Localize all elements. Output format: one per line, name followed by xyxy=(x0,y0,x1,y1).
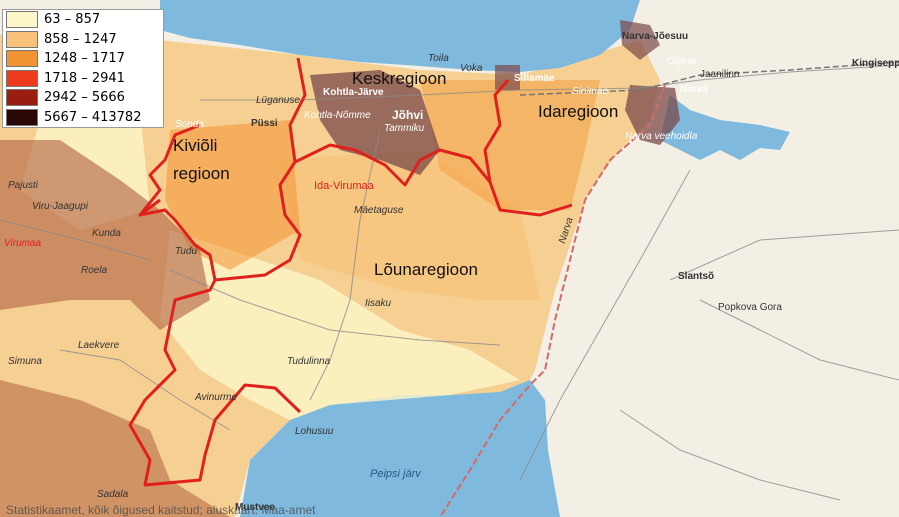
roads xyxy=(0,64,899,501)
boundary-kesk-south xyxy=(294,79,510,187)
place-avinurme: Avinurme xyxy=(195,392,238,403)
place-kohtla-nomme: Kohtla-Nõmme xyxy=(304,110,371,121)
boundary-louna-west xyxy=(128,279,302,487)
place-slantso: Slantsõ xyxy=(678,271,715,282)
legend-swatch xyxy=(6,11,38,29)
patch-brown-west xyxy=(0,140,210,330)
place-virumaa: Virumaa xyxy=(4,238,42,249)
patch-light-1 xyxy=(280,150,540,300)
place-ida-virumaa: Ida-Virumaa xyxy=(314,180,374,192)
place-luganuse: Lüganuse xyxy=(256,95,300,106)
gulf-of-finland xyxy=(160,0,640,72)
map-attribution: Statistikaamet, kõik õigused kaitstud; a… xyxy=(6,503,316,517)
place-sonda: Sonda xyxy=(175,119,204,130)
place-toila: Toila xyxy=(428,53,449,64)
boundary-ida-south xyxy=(488,181,573,217)
legend-swatch xyxy=(6,30,38,48)
place-voka: Voka xyxy=(460,63,483,74)
legend-label: 2942 – 5666 xyxy=(44,90,125,106)
patch-dark-narva xyxy=(625,85,680,145)
place-sinimae: Sinimäe xyxy=(572,86,609,97)
place-pussi: Püssi xyxy=(251,118,278,129)
region-boundaries xyxy=(128,57,573,487)
place-mustvee: Mustvee xyxy=(235,502,276,513)
place-jaanilinn: Jaanilinn xyxy=(700,69,740,80)
legend-item: 2942 – 5666 xyxy=(3,88,163,108)
place-tudulinna: Tudulinna xyxy=(287,356,331,367)
region-label-kesk: Keskregioon xyxy=(352,69,447,88)
boundary-kesk-west xyxy=(288,57,307,163)
region-label-kivioli-1: Kiviõli xyxy=(173,136,218,155)
place-kunda: Kunda xyxy=(92,228,121,239)
legend-swatch xyxy=(6,69,38,87)
region-label-kivioli-2: regioon xyxy=(173,164,230,183)
patch-orange-1 xyxy=(165,120,300,270)
place-narva-veehoidla: Narva veehoidla xyxy=(625,131,698,142)
place-narva-joesuu: Narva-Jõesuu xyxy=(622,31,689,42)
boundary-kivioli-east xyxy=(214,161,302,282)
state-border xyxy=(439,84,666,517)
railway xyxy=(519,61,899,96)
legend-item: 5667 – 413782 xyxy=(3,108,163,128)
place-laekvere: Laekvere xyxy=(78,340,120,351)
place-tudu: Tudu xyxy=(175,246,198,257)
legend-item: 63 – 857 xyxy=(3,10,163,30)
place-narva: Narva xyxy=(680,84,708,95)
place-popkova-gora: Popkova Gora xyxy=(718,302,782,313)
place-maetaguse: Mäetaguse xyxy=(354,205,404,216)
patch-dark-sillamae xyxy=(495,65,520,90)
legend-swatch xyxy=(6,89,38,107)
place-olgina: Olgina xyxy=(667,56,696,67)
region-label-ida: Idaregioon xyxy=(538,102,619,121)
legend-swatch xyxy=(6,108,38,126)
legend-swatch xyxy=(6,50,38,68)
legend-label: 1248 – 1717 xyxy=(44,51,125,67)
legend-label: 63 – 857 xyxy=(44,12,101,28)
region-label-louna: Lõunaregioon xyxy=(374,260,478,279)
place-sadala: Sadala xyxy=(97,489,129,500)
legend: 63 – 857 858 – 1247 1248 – 1717 1718 – 2… xyxy=(2,9,164,128)
place-viru-jaagupi: Viru-Jaagupi xyxy=(32,201,88,212)
place-lohusuu: Lohusuu xyxy=(295,426,334,437)
place-peipsi: Peipsi järv xyxy=(370,468,421,480)
patch-orange-2 xyxy=(420,80,600,210)
place-kohtla-jarve: Kohtla-Järve xyxy=(323,87,384,98)
boundary-kivioli-link xyxy=(139,198,161,217)
place-tammiku: Tammiku xyxy=(384,123,425,134)
legend-label: 5667 – 413782 xyxy=(44,109,142,125)
place-johvi: Jõhvi xyxy=(392,108,424,122)
place-sillamae: Sillamäe xyxy=(514,73,555,84)
legend-label: 1718 – 2941 xyxy=(44,70,125,86)
place-iisaku: Iisaku xyxy=(365,298,392,309)
narva-reservoir xyxy=(660,95,790,160)
place-simuna: Simuna xyxy=(8,356,42,367)
place-kingisepp: Kingisepp xyxy=(852,58,899,69)
legend-item: 858 – 1247 xyxy=(3,30,163,50)
patch-dark-nj xyxy=(620,20,660,60)
legend-label: 858 – 1247 xyxy=(44,31,117,47)
place-pajusti: Pajusti xyxy=(8,180,39,191)
legend-item: 1718 – 2941 xyxy=(3,69,163,89)
place-roela: Roela xyxy=(81,265,108,276)
lake-peipus xyxy=(240,380,560,517)
legend-item: 1248 – 1717 xyxy=(3,49,163,69)
